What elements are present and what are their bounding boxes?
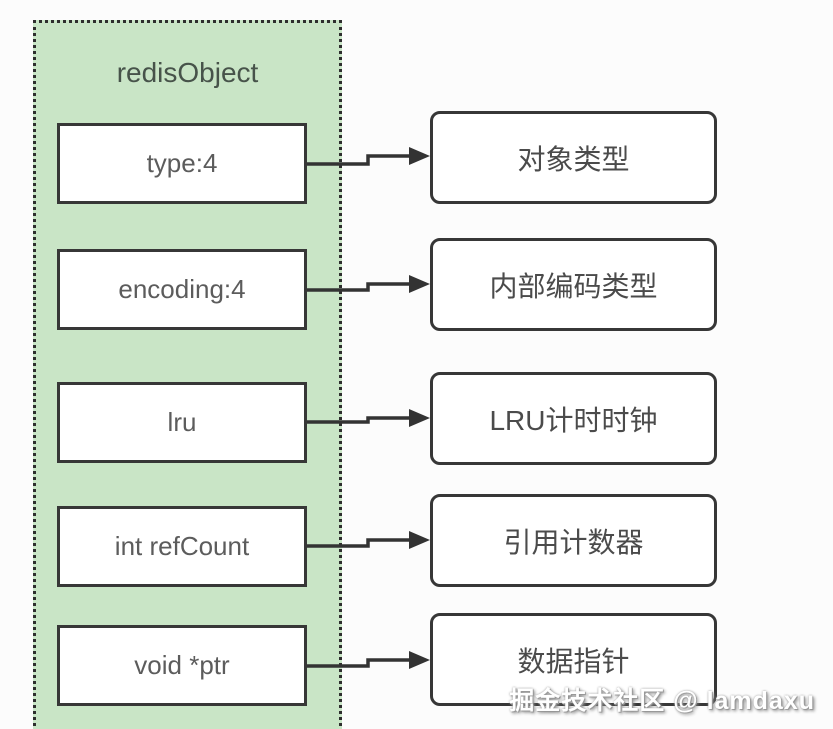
desc-box-object-type: 对象类型 [430, 111, 717, 204]
field-box-encoding: encoding:4 [57, 249, 307, 330]
desc-box-lru-clock: LRU计时时钟 [430, 372, 717, 465]
field-box-refcount: int refCount [57, 506, 307, 587]
field-box-lru: lru [57, 382, 307, 463]
desc-box-encoding-type: 内部编码类型 [430, 238, 717, 331]
field-box-type: type:4 [57, 123, 307, 204]
desc-box-data-pointer: 数据指针 [430, 613, 717, 706]
field-box-ptr: void *ptr [57, 625, 307, 706]
watermark: 掘金技术社区 @ lamdaxu [509, 687, 815, 715]
desc-box-ref-counter: 引用计数器 [430, 494, 717, 587]
struct-title: redisObject [116, 57, 259, 88]
